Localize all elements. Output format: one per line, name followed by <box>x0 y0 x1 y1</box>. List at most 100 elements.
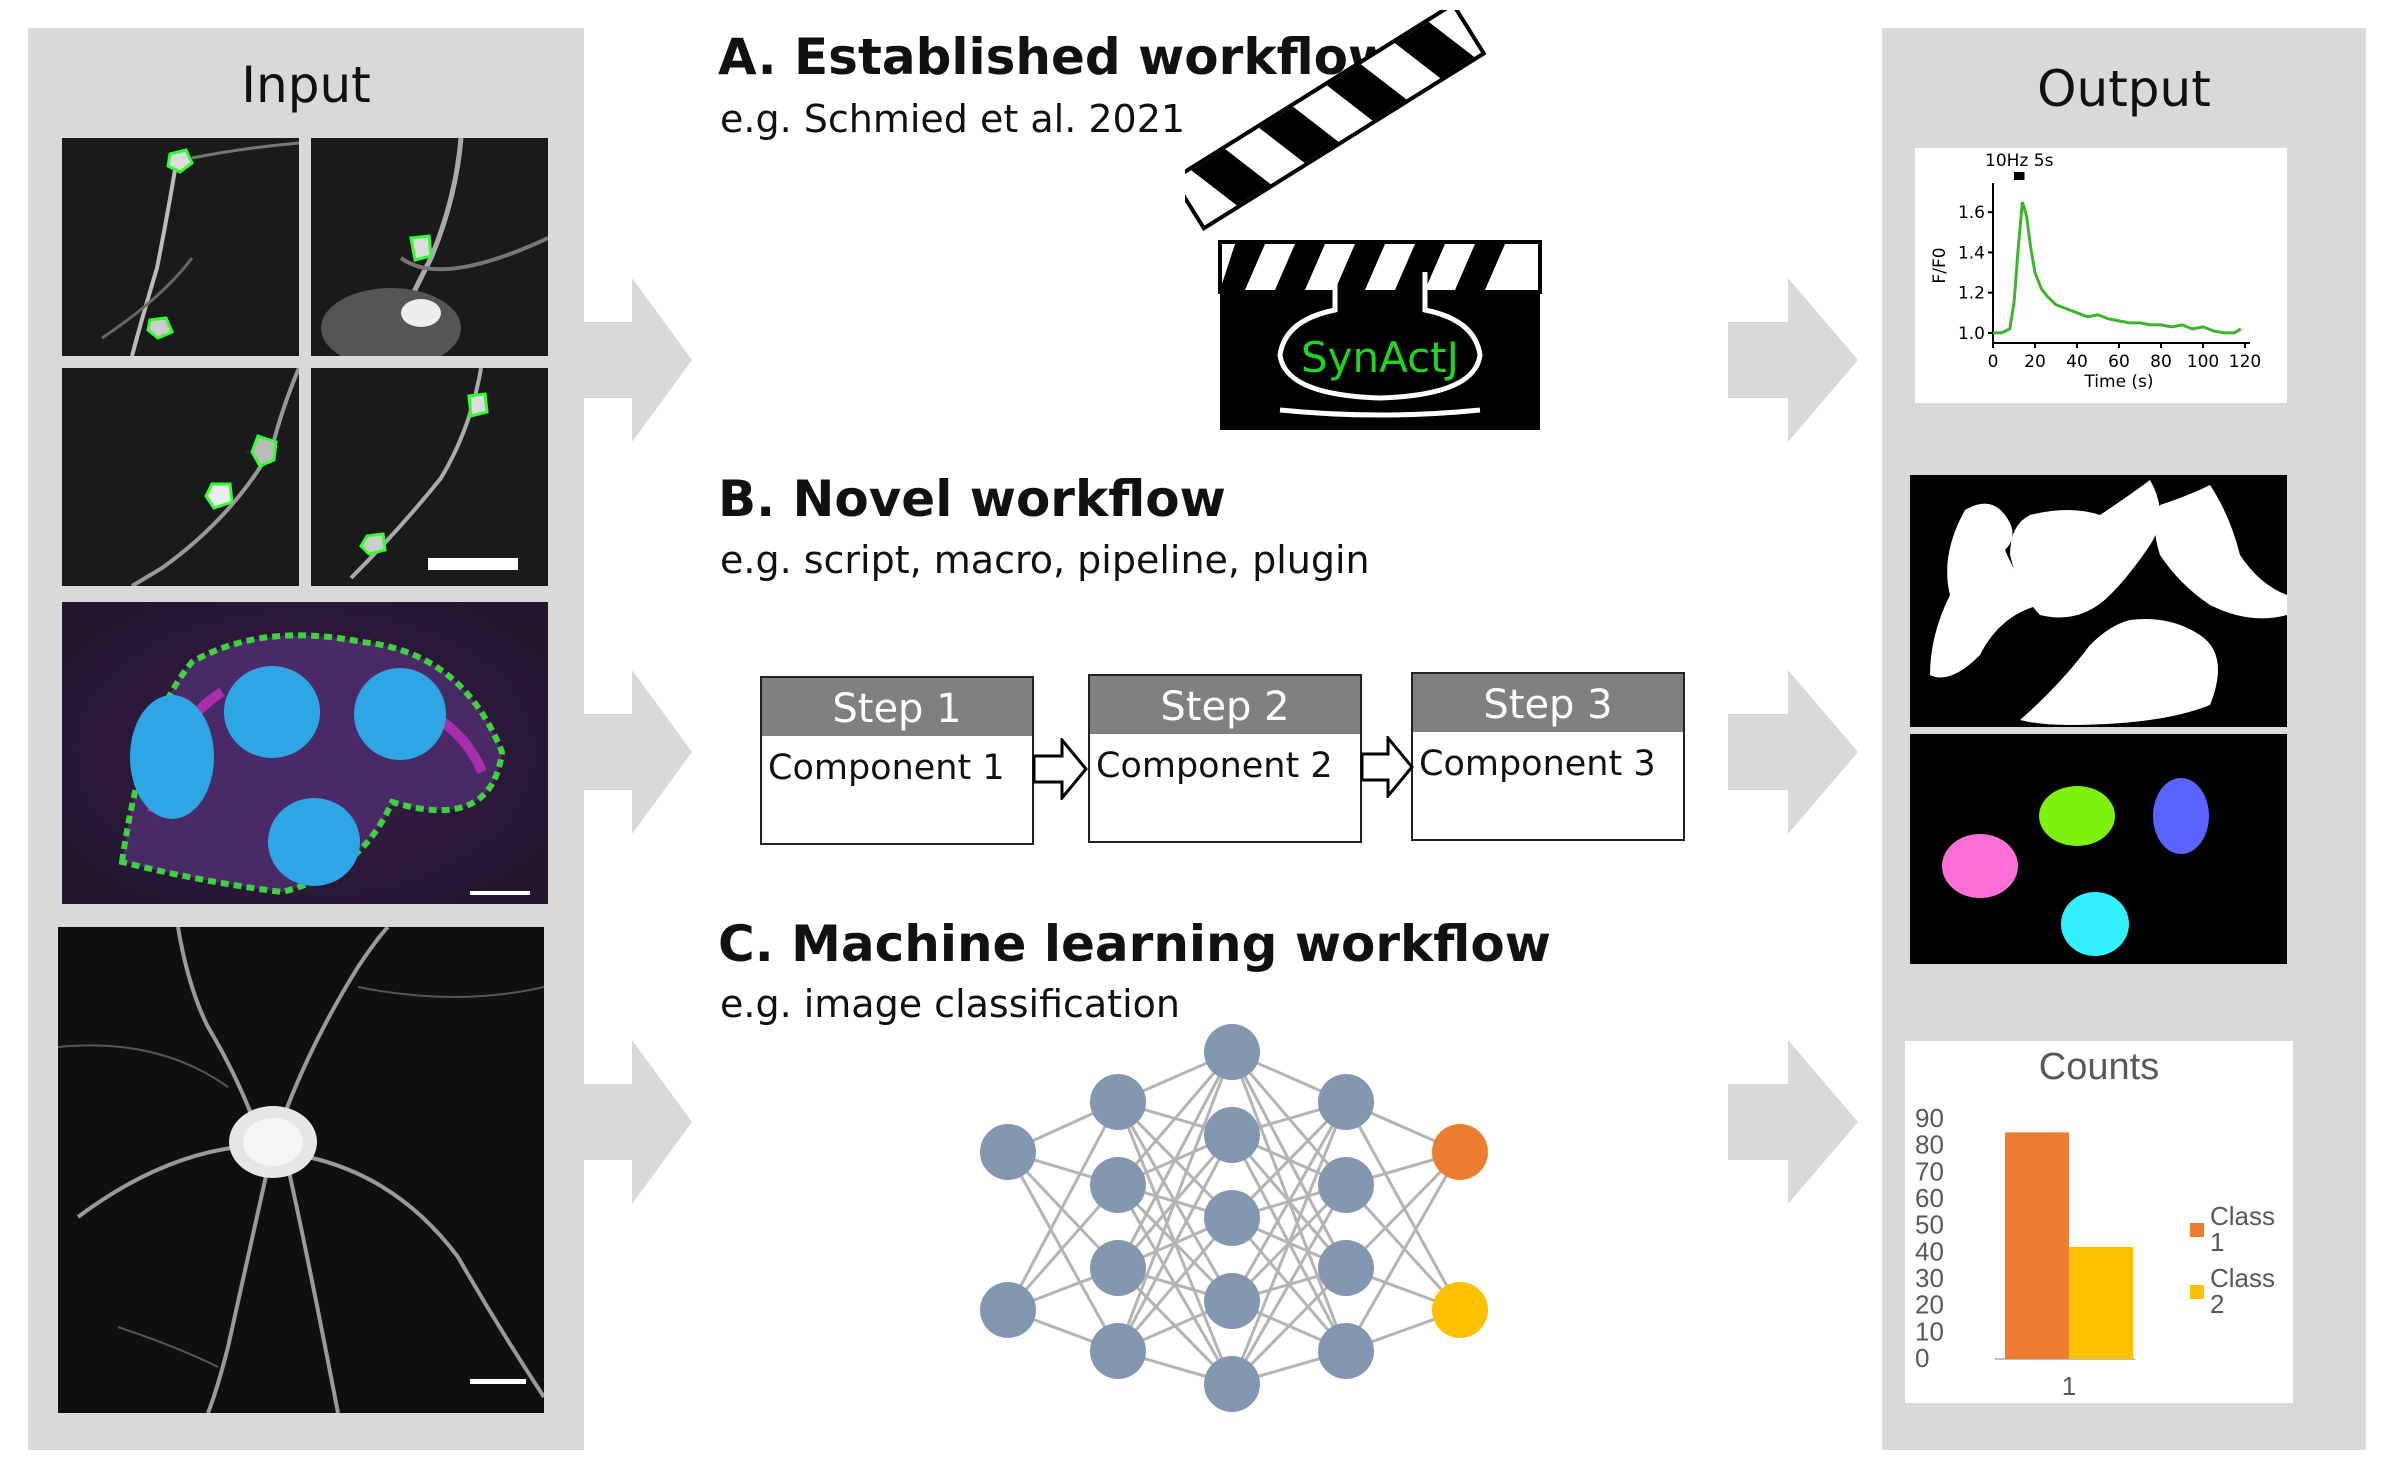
segmentation-mask-image <box>1910 475 2287 727</box>
synapse-image-4 <box>311 368 548 586</box>
step-label: Step 3 <box>1413 674 1683 732</box>
step-label: Step 2 <box>1090 676 1360 734</box>
step-component: Component 2 <box>1096 746 1333 786</box>
nn-node <box>1204 1024 1260 1080</box>
y-tick-label: 30 <box>1915 1263 1944 1293</box>
clapperboard-icon: SynActJ <box>1185 10 1542 430</box>
step-box-1: Step 1 Component 1 <box>760 676 1034 845</box>
chart-title: Counts <box>2039 1046 2159 1088</box>
y-tick-label: 50 <box>1915 1210 1944 1240</box>
stimulus-bar <box>2014 172 2025 180</box>
trace-line <box>1993 201 2242 335</box>
nn-node <box>1318 1074 1374 1130</box>
nn-node <box>1432 1282 1488 1338</box>
y-tick-label: 60 <box>1915 1183 1944 1213</box>
x-tick-label: 0 <box>1988 352 1999 372</box>
nn-node <box>1204 1356 1260 1412</box>
y-tick-label: 1.2 <box>1958 284 1985 304</box>
nn-node <box>1318 1240 1374 1296</box>
scale-bar <box>428 558 518 570</box>
nn-connection <box>1344 1151 1462 1352</box>
arrow-right-icon <box>1728 1040 1858 1204</box>
legend-label: Class <box>2210 1201 2275 1231</box>
nn-connection <box>1230 1101 1348 1302</box>
synapse-image-4-drawing <box>311 368 548 586</box>
synapse-image-3 <box>62 368 299 586</box>
stimulus-annotation: 10Hz 5s <box>1985 151 2054 171</box>
x-tick-label: 40 <box>2066 352 2088 372</box>
synapse-image-3-drawing <box>62 368 299 586</box>
logo-text: SynActJ <box>1301 333 1459 382</box>
nn-node <box>1090 1074 1146 1130</box>
y-tick-label: 40 <box>1915 1236 1944 1266</box>
y-axis-label: F/F0 <box>1930 247 1950 283</box>
bar-class-1 <box>2005 1132 2069 1359</box>
nn-connection <box>1116 1051 1234 1269</box>
x-tick-label: 20 <box>2024 352 2046 372</box>
x-tick-label: 60 <box>2108 352 2130 372</box>
workflow-c-title: C. Machine learning workflow <box>718 915 1551 973</box>
step-component: Component 3 <box>1419 744 1656 784</box>
nn-node <box>1090 1240 1146 1296</box>
nn-connection <box>1116 1051 1234 1186</box>
x-axis-label: Time (s) <box>2083 372 2153 392</box>
nn-connection <box>1116 1134 1234 1352</box>
step-component: Component 1 <box>768 748 1005 788</box>
workflow-c-subtitle: e.g. image classification <box>720 982 1180 1026</box>
input-panel-title: Input <box>241 56 371 114</box>
nn-node <box>1090 1157 1146 1213</box>
scale-bar <box>470 891 530 895</box>
arrow-right-icon <box>580 1040 692 1204</box>
nn-connection <box>1116 1217 1234 1352</box>
legend-swatch <box>2190 1223 2204 1237</box>
instance-labels-image <box>1910 734 2287 964</box>
workflow-b-title: B. Novel workflow <box>718 470 1226 528</box>
y-tick-label: 70 <box>1915 1156 1944 1186</box>
x-tick-label: 1 <box>2062 1371 2076 1401</box>
arrow-right-icon <box>1728 670 1858 834</box>
legend-label: 1 <box>2210 1227 2224 1257</box>
arrow-right-icon <box>1728 278 1858 442</box>
legend-label: Class <box>2210 1263 2275 1293</box>
nn-node <box>1204 1107 1260 1163</box>
workflow-a-subtitle: e.g. Schmied et al. 2021 <box>720 97 1186 141</box>
bar-class-2 <box>2069 1247 2133 1359</box>
cells-fluorescence-image <box>62 602 548 904</box>
synapse-image-1 <box>62 138 299 356</box>
synapse-image-2 <box>311 138 548 356</box>
nn-node <box>1090 1323 1146 1379</box>
scale-bar <box>470 1379 526 1384</box>
step-arrow-icon <box>1360 736 1414 798</box>
workflow-b-subtitle: e.g. script, macro, pipeline, plugin <box>720 538 1370 582</box>
instance-labels-drawing <box>1910 734 2287 964</box>
nn-node <box>1318 1323 1374 1379</box>
neuron-image <box>58 927 544 1413</box>
nn-node <box>1204 1273 1260 1329</box>
arrow-right-icon <box>580 670 692 834</box>
segmentation-mask-drawing <box>1910 475 2287 727</box>
nn-connection <box>1230 1101 1348 1385</box>
nn-node <box>980 1282 1036 1338</box>
x-tick-label: 100 <box>2187 352 2219 372</box>
nn-node <box>980 1124 1036 1180</box>
y-tick-label: 0 <box>1915 1343 1929 1373</box>
legend-swatch <box>2190 1285 2204 1299</box>
nn-connection <box>1006 1101 1120 1311</box>
neural-network-diagram <box>980 1024 1488 1412</box>
nn-node <box>1204 1190 1260 1246</box>
step-arrow-icon <box>1032 738 1088 800</box>
nn-connection <box>1230 1184 1348 1385</box>
y-tick-label: 1.6 <box>1958 203 1985 223</box>
synapse-image-2-drawing <box>311 138 548 356</box>
synapse-image-1-drawing <box>62 138 299 356</box>
legend-label: 2 <box>2210 1289 2224 1319</box>
x-tick-label: 120 <box>2229 352 2261 372</box>
step-box-3: Step 3 Component 3 <box>1411 672 1685 841</box>
output-panel-title: Output <box>2037 60 2211 118</box>
x-tick-label: 80 <box>2150 352 2172 372</box>
y-tick-label: 10 <box>1915 1316 1944 1346</box>
nn-node <box>1318 1157 1374 1213</box>
